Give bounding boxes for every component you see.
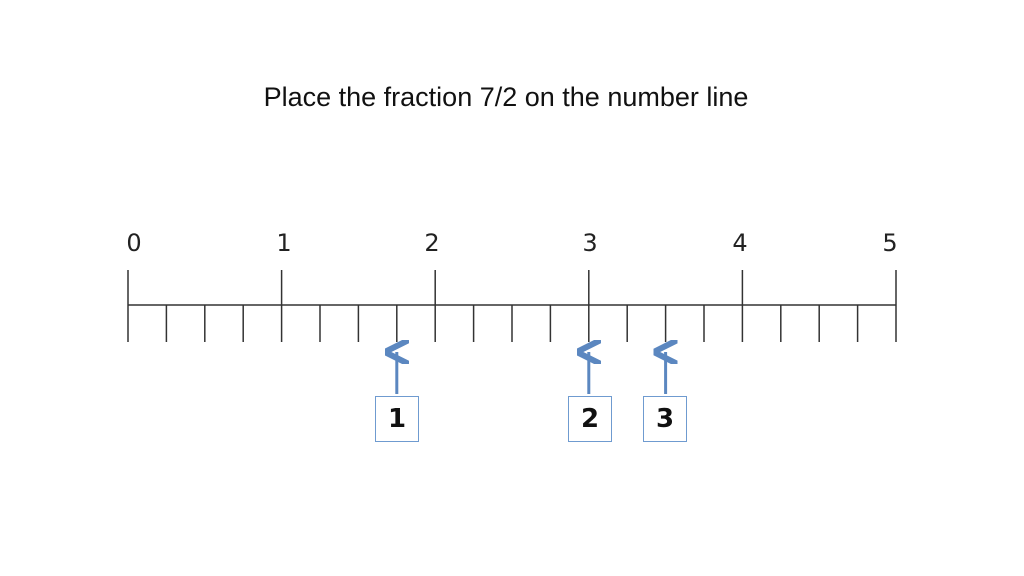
tick-label-0: 0 <box>126 229 142 257</box>
answer-option-2[interactable]: 2 <box>568 396 612 442</box>
tick-label-2: 2 <box>424 229 440 257</box>
answer-arrows <box>397 352 666 394</box>
tick-label-5: 5 <box>882 229 898 257</box>
answer-option-1[interactable]: 1 <box>375 396 419 442</box>
answer-option-3[interactable]: 3 <box>643 396 687 442</box>
tick-label-1: 1 <box>276 229 292 257</box>
tick-label-4: 4 <box>732 229 748 257</box>
tick-label-3: 3 <box>582 229 598 257</box>
question-title: Place the fraction 7/2 on the number lin… <box>263 82 749 112</box>
tick-marks <box>127 270 897 342</box>
